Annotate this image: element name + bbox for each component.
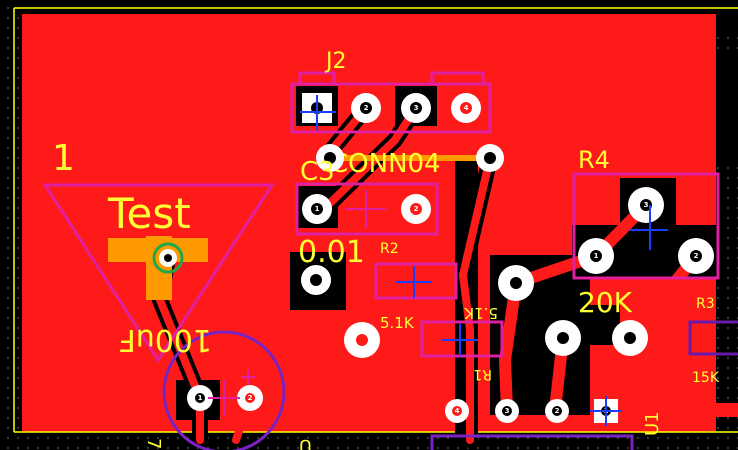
j2-ref-label: J2	[324, 49, 347, 74]
connector-j2[interactable]: 1 2 3 4 J2 CONN04	[290, 49, 492, 179]
vias	[301, 144, 504, 358]
r2-value-label: 5.1K	[380, 314, 415, 332]
cap-outline	[162, 330, 286, 450]
u-partial-label: U	[299, 435, 312, 450]
r4-pad2-num: 2	[694, 252, 699, 260]
r3-ref-label: R3	[696, 296, 715, 312]
r4-pad3-num: 3	[644, 201, 649, 209]
crosshair-icon	[630, 205, 668, 250]
c3-pad2-num: 2	[414, 205, 419, 213]
r4-ref-label: R4	[578, 146, 610, 174]
r3-outline	[688, 320, 738, 356]
edge-digit-label: 7	[143, 438, 164, 449]
r2-outline	[374, 262, 458, 300]
fiducial-triangle	[42, 183, 275, 363]
crosshair-icon	[590, 396, 622, 426]
resistor-r1[interactable]: 5.1K R1	[420, 304, 504, 382]
cap-pad2-num: 2	[248, 394, 253, 402]
board-cutout	[716, 14, 738, 34]
fiducial-ring	[152, 242, 184, 274]
j2-value-label: CONN04	[330, 149, 441, 179]
capacitor-100uf[interactable]: 1 2 100uF	[118, 322, 286, 450]
cap-pad1-num: 1	[198, 394, 203, 402]
crosshair-icon	[208, 370, 255, 416]
j2-pad4-num: 4	[464, 104, 469, 112]
r4-outline	[572, 172, 720, 280]
test-fiducial[interactable]: 1 Test	[42, 138, 275, 363]
pin1-label: 1	[52, 138, 75, 179]
u1-pad2-num: 2	[555, 407, 560, 415]
crosshair-icon	[442, 324, 478, 356]
resistor-r2[interactable]: R2 5.1K	[374, 241, 458, 332]
r2-ref-label: R2	[380, 241, 399, 257]
cap-value-label: 100uF	[118, 322, 212, 357]
ic-u1[interactable]: 4 3 2 1 U1	[430, 396, 663, 450]
mid-pads[interactable]	[498, 265, 648, 356]
r1-value-label: 5.1K	[463, 304, 498, 322]
r4-value-label: 20K	[578, 286, 633, 319]
capacitor-c3[interactable]: 1 2 C3 0.01	[295, 157, 439, 270]
u1-pad3-num: 3	[505, 407, 510, 415]
u1-pad4-num: 4	[455, 407, 460, 415]
resistor-r3[interactable]: R3 15K	[688, 296, 738, 386]
r3-value-label: 15K	[692, 370, 720, 386]
r1-ref-label: R1	[473, 366, 492, 382]
r1-outline	[420, 320, 504, 358]
board-cutout	[716, 55, 738, 165]
board-outline	[13, 7, 738, 433]
u1-ref-label: U1	[642, 411, 663, 436]
u1-outline	[430, 434, 634, 450]
c3-pad1-num: 1	[315, 205, 320, 213]
crosshair-icon	[300, 95, 336, 130]
crosshair-icon	[346, 190, 386, 228]
test-label: Test	[107, 189, 191, 238]
crosshair-icon	[396, 266, 432, 298]
c3-ref-label: C3	[300, 157, 335, 187]
j2-pad2-num: 2	[364, 104, 369, 112]
r4-pad1-num: 1	[594, 252, 599, 260]
c3-value-label: 0.01	[298, 235, 365, 270]
resistor-r4[interactable]: 3 1 2 R4 20K	[572, 146, 720, 319]
j2-outline	[290, 82, 492, 134]
j2-pad3-num: 3	[414, 104, 419, 112]
c3-outline	[295, 182, 439, 236]
